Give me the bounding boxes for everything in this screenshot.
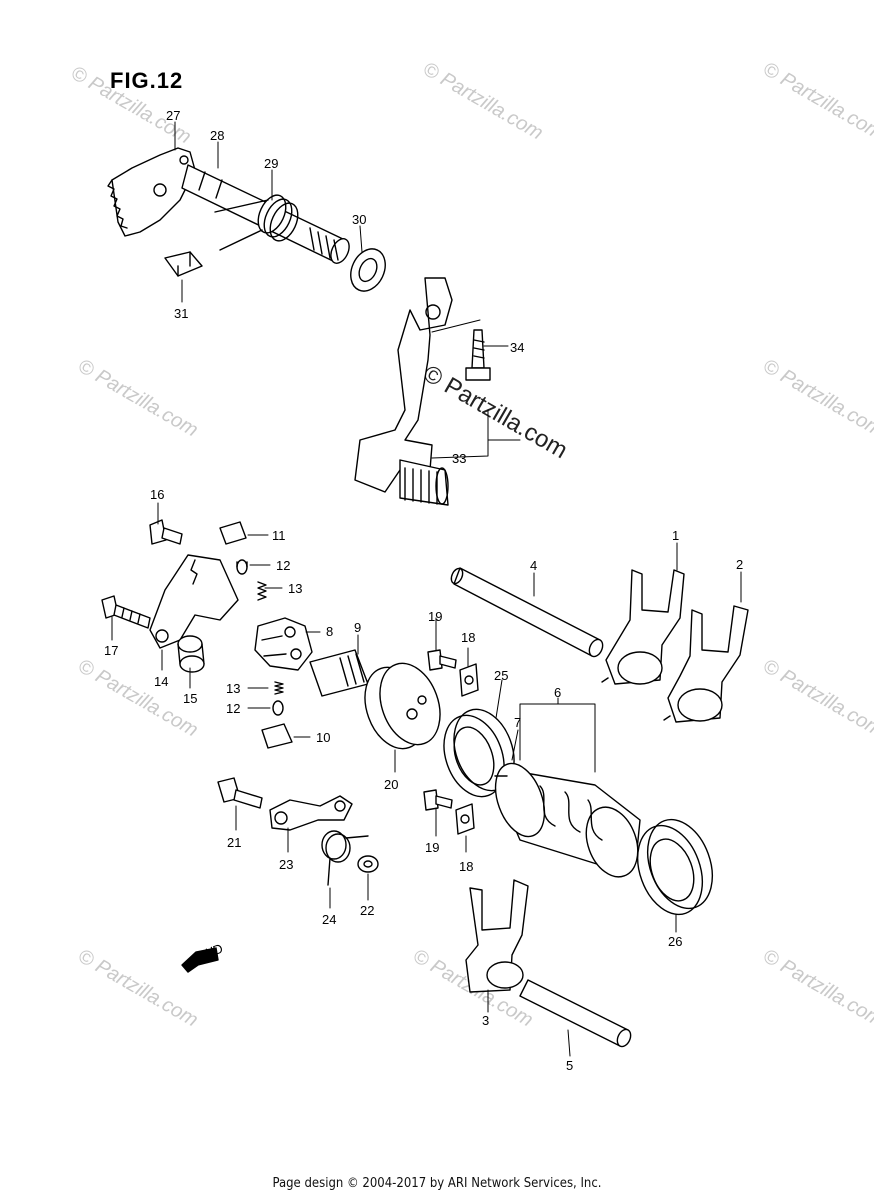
part-29-return-spring <box>214 194 299 251</box>
page-footer: Page design © 2004-2017 by ARI Network S… <box>272 1176 602 1191</box>
part-34-bolt <box>465 329 491 381</box>
callout-22: 22 <box>360 903 374 918</box>
callout-25: 25 <box>494 668 508 683</box>
fwd-arrow <box>181 947 219 973</box>
callout-13: 13 <box>226 681 240 696</box>
part-18-plate <box>459 663 479 697</box>
part-1-shift-fork <box>601 569 685 685</box>
part-31-bolt <box>164 251 203 277</box>
part-26-bearing <box>637 818 713 916</box>
part-13-spring <box>257 581 267 601</box>
callout-10: 10 <box>316 730 330 745</box>
part-10-stopper <box>261 723 293 749</box>
callout-12: 12 <box>226 701 240 716</box>
part-11-stopper <box>219 521 247 545</box>
callout-18: 18 <box>461 630 475 645</box>
callout-6: 6 <box>554 685 561 700</box>
part-30-oil-seal <box>350 248 386 292</box>
part-18-plate <box>455 803 475 835</box>
callout-11: 11 <box>272 528 286 543</box>
callout-19: 19 <box>425 840 439 855</box>
leader-lines <box>111 121 742 1057</box>
callout-30: 30 <box>352 212 366 227</box>
part-8-cam-driven-gear <box>254 617 313 671</box>
callout-5: 5 <box>566 1058 573 1073</box>
part-2-shift-fork <box>663 605 749 723</box>
callout-13: 13 <box>288 581 302 596</box>
callout-23: 23 <box>279 857 293 872</box>
callout-31: 31 <box>174 306 188 321</box>
callout-12: 12 <box>276 558 290 573</box>
part-6-shift-drum <box>494 762 641 878</box>
callout-20: 20 <box>384 777 398 792</box>
callout-28: 28 <box>210 128 224 143</box>
callout-33: 33 <box>452 451 466 466</box>
callout-7: 7 <box>514 715 521 730</box>
part-12-pin <box>272 700 284 716</box>
callout-29: 29 <box>264 156 278 171</box>
part-19-bolt <box>427 649 457 671</box>
part-23-stopper-arm <box>269 795 353 831</box>
callout-19: 19 <box>428 609 442 624</box>
callout-26: 26 <box>668 934 682 949</box>
part-22-washer <box>357 855 379 873</box>
part-13-spring <box>274 681 284 695</box>
callout-9: 9 <box>354 620 361 635</box>
callout-17: 17 <box>104 643 118 658</box>
part-15-collar <box>177 635 205 673</box>
part-5-fork-shaft <box>519 979 632 1048</box>
part-17-bolt <box>101 595 151 629</box>
part-16-screw <box>149 519 183 545</box>
part-33-shift-lever <box>354 277 453 506</box>
callout-4: 4 <box>530 558 537 573</box>
figure-title: FIG.12 <box>110 68 184 93</box>
part-14-plate <box>149 554 239 649</box>
callout-1: 1 <box>672 528 679 543</box>
part-4-fork-shaft <box>450 567 604 658</box>
part-21-bolt <box>217 777 263 809</box>
callout-21: 21 <box>227 835 241 850</box>
part-20-gear-cam <box>364 662 441 750</box>
part-3-shift-fork <box>465 879 529 993</box>
callouts: 1 2 3 4 5 6 7 8 9 10 11 12 12 13 13 14 1… <box>104 108 743 1073</box>
callout-2: 2 <box>736 557 743 572</box>
callout-14: 14 <box>154 674 168 689</box>
part-27-shift-sector <box>107 147 196 237</box>
callout-8: 8 <box>326 624 333 639</box>
callout-18: 18 <box>459 859 473 874</box>
callout-15: 15 <box>183 691 197 706</box>
part-19-bolt <box>423 789 453 811</box>
callout-3: 3 <box>482 1013 489 1028</box>
callout-24: 24 <box>322 912 336 927</box>
part-9-shaft <box>309 649 369 697</box>
part-24-spring <box>321 830 369 886</box>
part-12-pin <box>236 559 248 575</box>
callout-27: 27 <box>166 108 180 123</box>
callout-16: 16 <box>150 487 164 502</box>
callout-34: 34 <box>510 340 524 355</box>
